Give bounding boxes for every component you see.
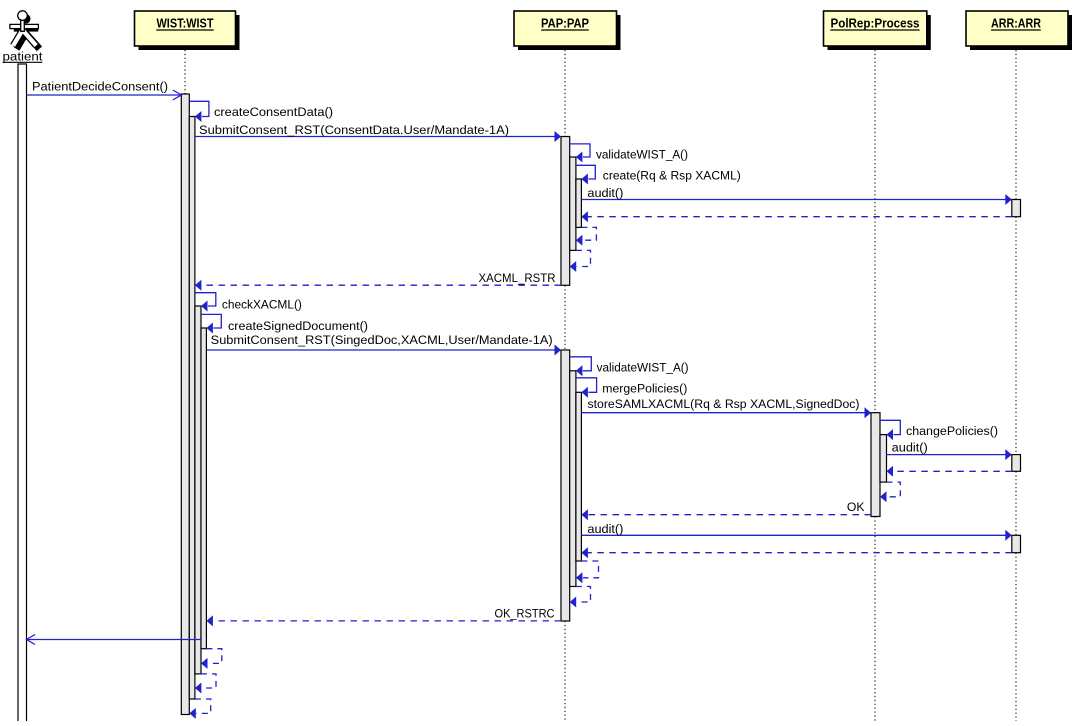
svg-text:audit(): audit(): [892, 441, 928, 455]
svg-text:storeSAMLXACML(Rq & Rsp XACML,: storeSAMLXACML(Rq & Rsp XACML,SignedDoc): [588, 397, 860, 411]
svg-text:audit(): audit(): [587, 186, 623, 200]
svg-text:SubmitConsent_RST(ConsentData.: SubmitConsent_RST(ConsentData.User/Manda…: [199, 123, 509, 137]
svg-text:PatientDecideConsent(): PatientDecideConsent(): [32, 80, 168, 94]
svg-text:PAP:PAP: PAP:PAP: [541, 16, 589, 31]
svg-text:checkXACML(): checkXACML(): [222, 298, 302, 312]
svg-text:create(Rq & Rsp XACML): create(Rq & Rsp XACML): [603, 169, 741, 183]
svg-text:validateWIST_A(): validateWIST_A(): [597, 360, 689, 374]
svg-text:audit(): audit(): [587, 522, 623, 536]
svg-text:changePolicies(): changePolicies(): [906, 424, 998, 438]
svg-text:createConsentData(): createConsentData(): [214, 105, 333, 119]
svg-text:patient: patient: [3, 50, 44, 64]
svg-text:OK: OK: [847, 500, 865, 514]
svg-text:createSignedDocument(): createSignedDocument(): [228, 319, 368, 333]
svg-text:ARR:ARR: ARR:ARR: [991, 16, 1041, 31]
svg-text:PolRep:Process: PolRep:Process: [831, 16, 920, 31]
svg-text:SubmitConsent_RST(SingedDoc,XA: SubmitConsent_RST(SingedDoc,XACML,User/M…: [211, 333, 553, 347]
svg-text:mergePolicies(): mergePolicies(): [602, 381, 687, 395]
svg-text:OK_RSTRC: OK_RSTRC: [495, 607, 555, 621]
svg-text:validateWIST_A(): validateWIST_A(): [596, 148, 688, 162]
svg-text:WIST:WIST: WIST:WIST: [157, 16, 214, 31]
svg-text:XACML_RSTR: XACML_RSTR: [479, 271, 556, 285]
